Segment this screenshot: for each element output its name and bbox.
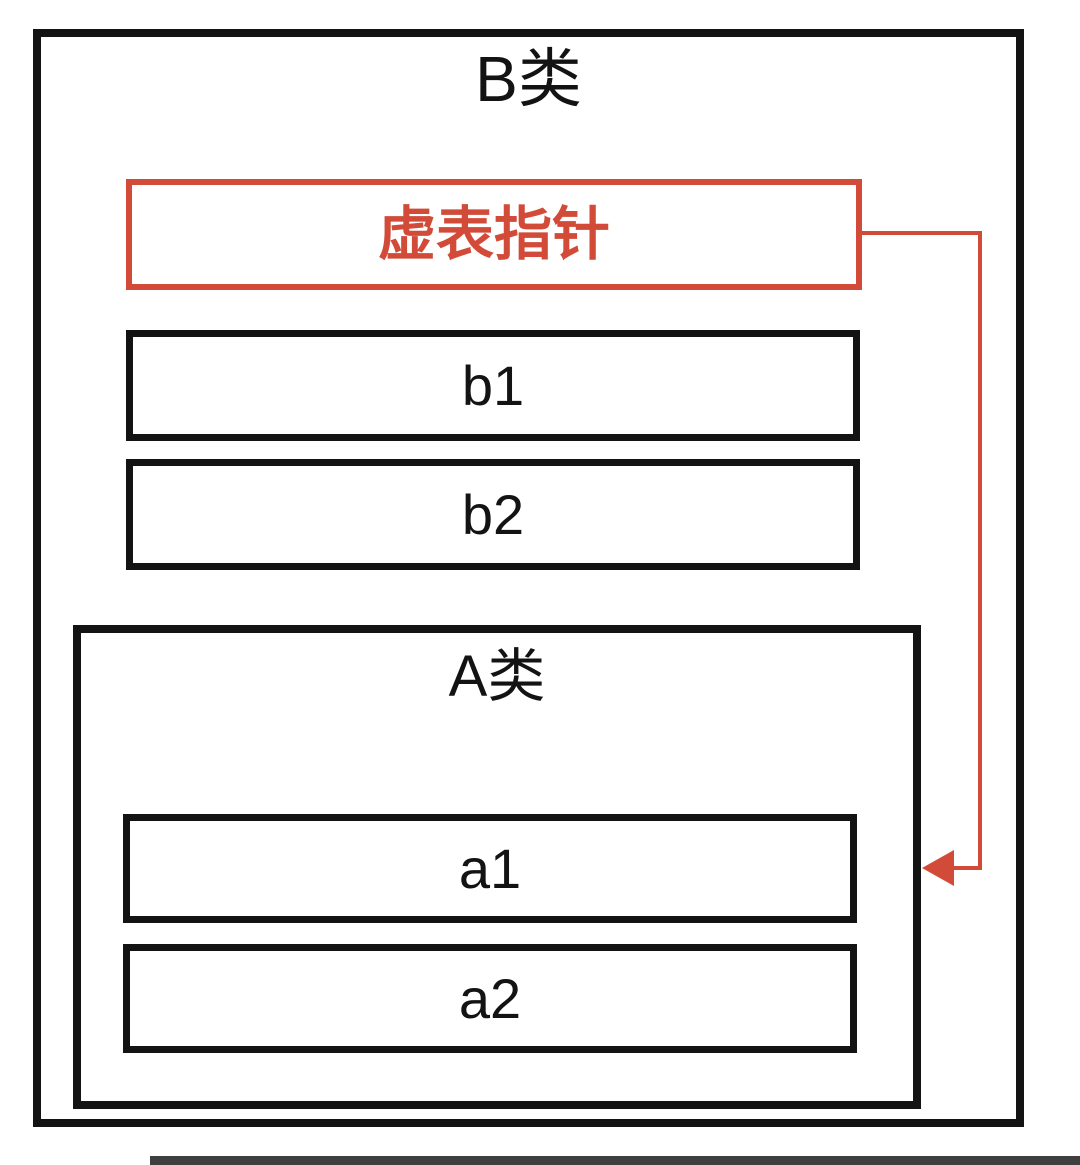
member-a2-label: a2 — [458, 966, 522, 1030]
member-a1-box: a1 — [123, 814, 857, 923]
member-b2-label: b2 — [461, 482, 525, 546]
class-b-title: B类 — [475, 43, 582, 115]
vptr-box: 虚表指针 — [126, 179, 862, 290]
member-a2-box: a2 — [123, 944, 857, 1053]
vptr-label: 虚表指针 — [377, 201, 610, 267]
bottom-edge-strip — [150, 1156, 1080, 1165]
member-a1-label: a1 — [458, 836, 522, 900]
member-b1-box: b1 — [126, 330, 860, 441]
member-b2-box: b2 — [126, 459, 860, 570]
member-b1-label: b1 — [461, 353, 525, 417]
class-a-title: A类 — [448, 644, 546, 709]
